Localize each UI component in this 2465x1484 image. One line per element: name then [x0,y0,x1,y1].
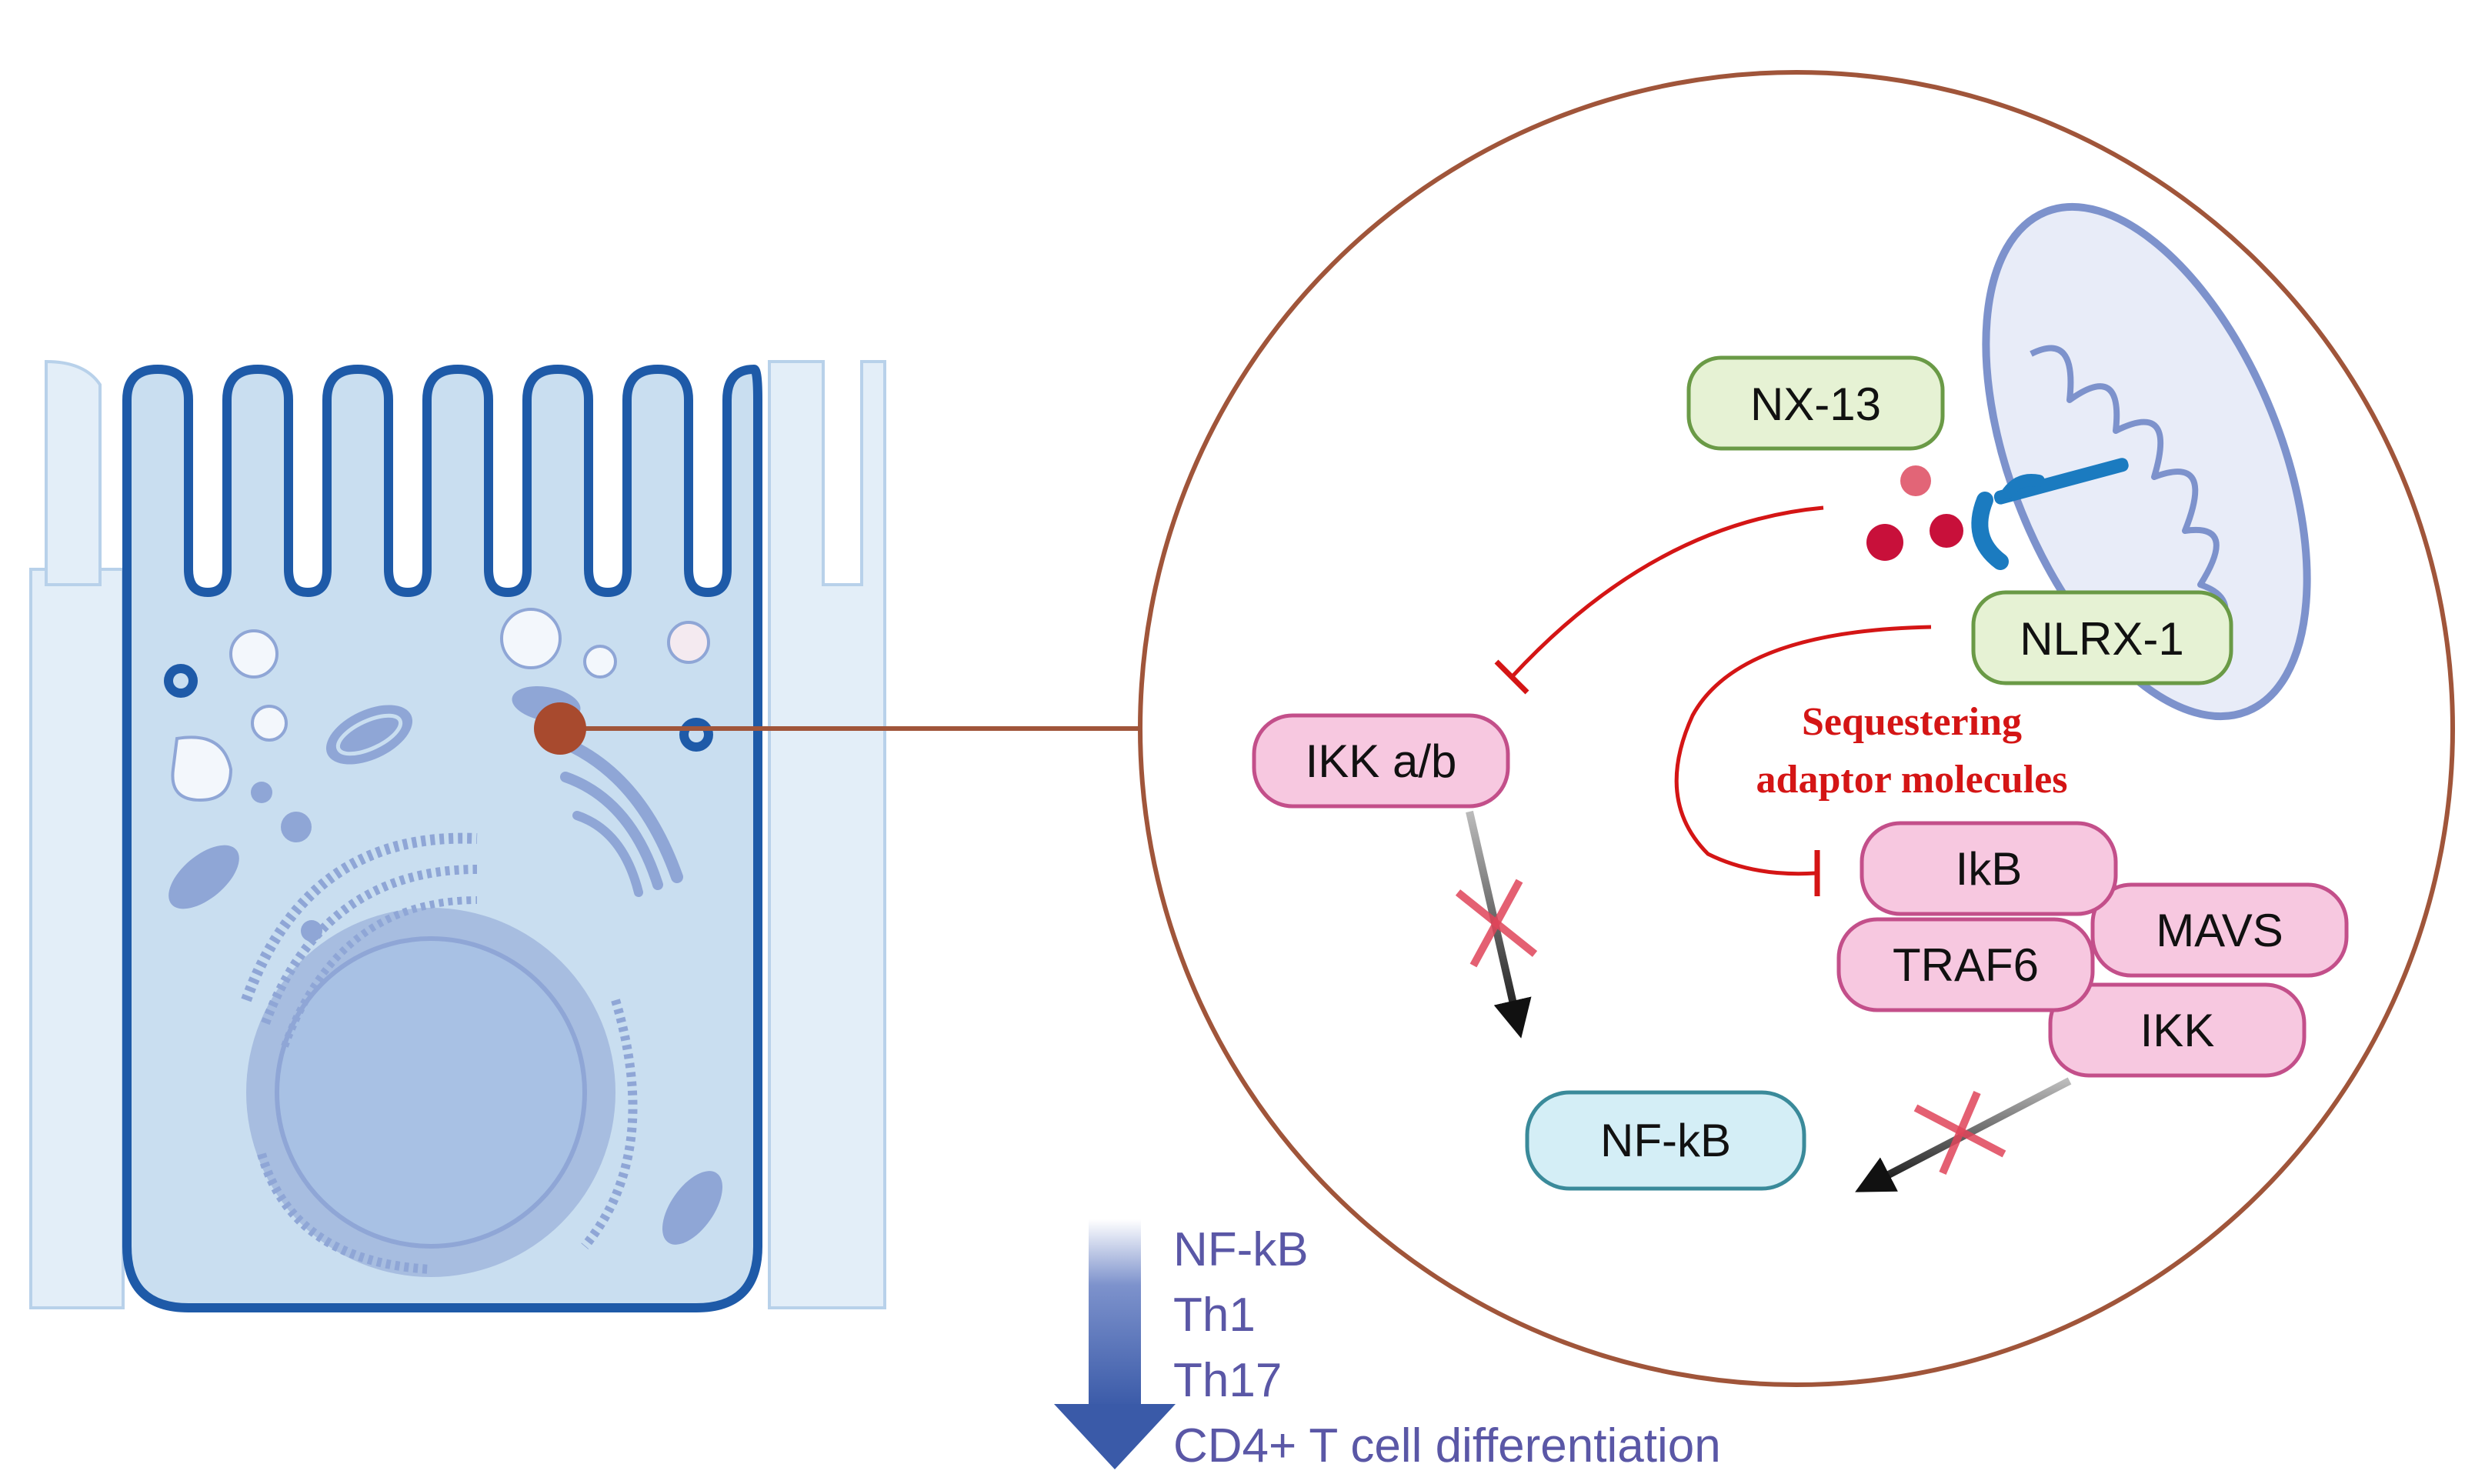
sequestering-line1: Sequestering [1802,700,2022,744]
down-arrow-icon [1054,1219,1176,1469]
down-item-th17: Th17 [1173,1354,1282,1407]
nx13-box: NX-13 [1686,355,1945,451]
sequestering-line2: adaptor molecules [1756,758,2068,802]
ligand-dot [1930,514,1963,548]
nlrx1-box: NLRX-1 [1971,590,2233,685]
down-item-cd4: CD4+ T cell differentiation [1173,1419,1721,1472]
receptor-icon [1971,458,2129,570]
zoom-origin-dot [534,702,586,755]
ikk-label: IKK [2140,1005,2215,1056]
ligand-dot [1866,524,1903,561]
nfkb-label: NF-kB [1600,1115,1731,1166]
ikk-box: IKK [2048,982,2307,1078]
red-x-icon [1455,879,1538,968]
intestinal-epithelial-cell-icon [29,359,886,1312]
inhibit-line-ikkab [1510,505,1824,679]
down-item-nfkb: NF-kB [1173,1223,1309,1276]
ikb-box: IkB [1860,821,2118,916]
mavs-box: MAVS [2090,882,2349,978]
traf6-label: TRAF6 [1893,939,2039,991]
nfkb-box: NF-kB [1525,1090,1806,1191]
mavs-label: MAVS [2156,905,2283,956]
inhibit-line-complex [1674,625,1932,876]
ikkab-label: IKK a/b [1306,735,1457,787]
red-x-icon [1913,1091,2006,1175]
traf6-box: TRAF6 [1836,917,2095,1012]
nlrx1-label: NLRX-1 [2020,613,2183,665]
mitochondrion-icon [1982,202,2311,721]
nx13-label: NX-13 [1750,379,1881,430]
inhibit-bar-ikkab [1494,659,1529,695]
ikb-label: IkB [1956,843,2023,895]
down-item-th1: Th1 [1173,1289,1256,1342]
ligand-dot [1900,465,1931,496]
ikkab-box: IKK a/b [1252,713,1510,809]
